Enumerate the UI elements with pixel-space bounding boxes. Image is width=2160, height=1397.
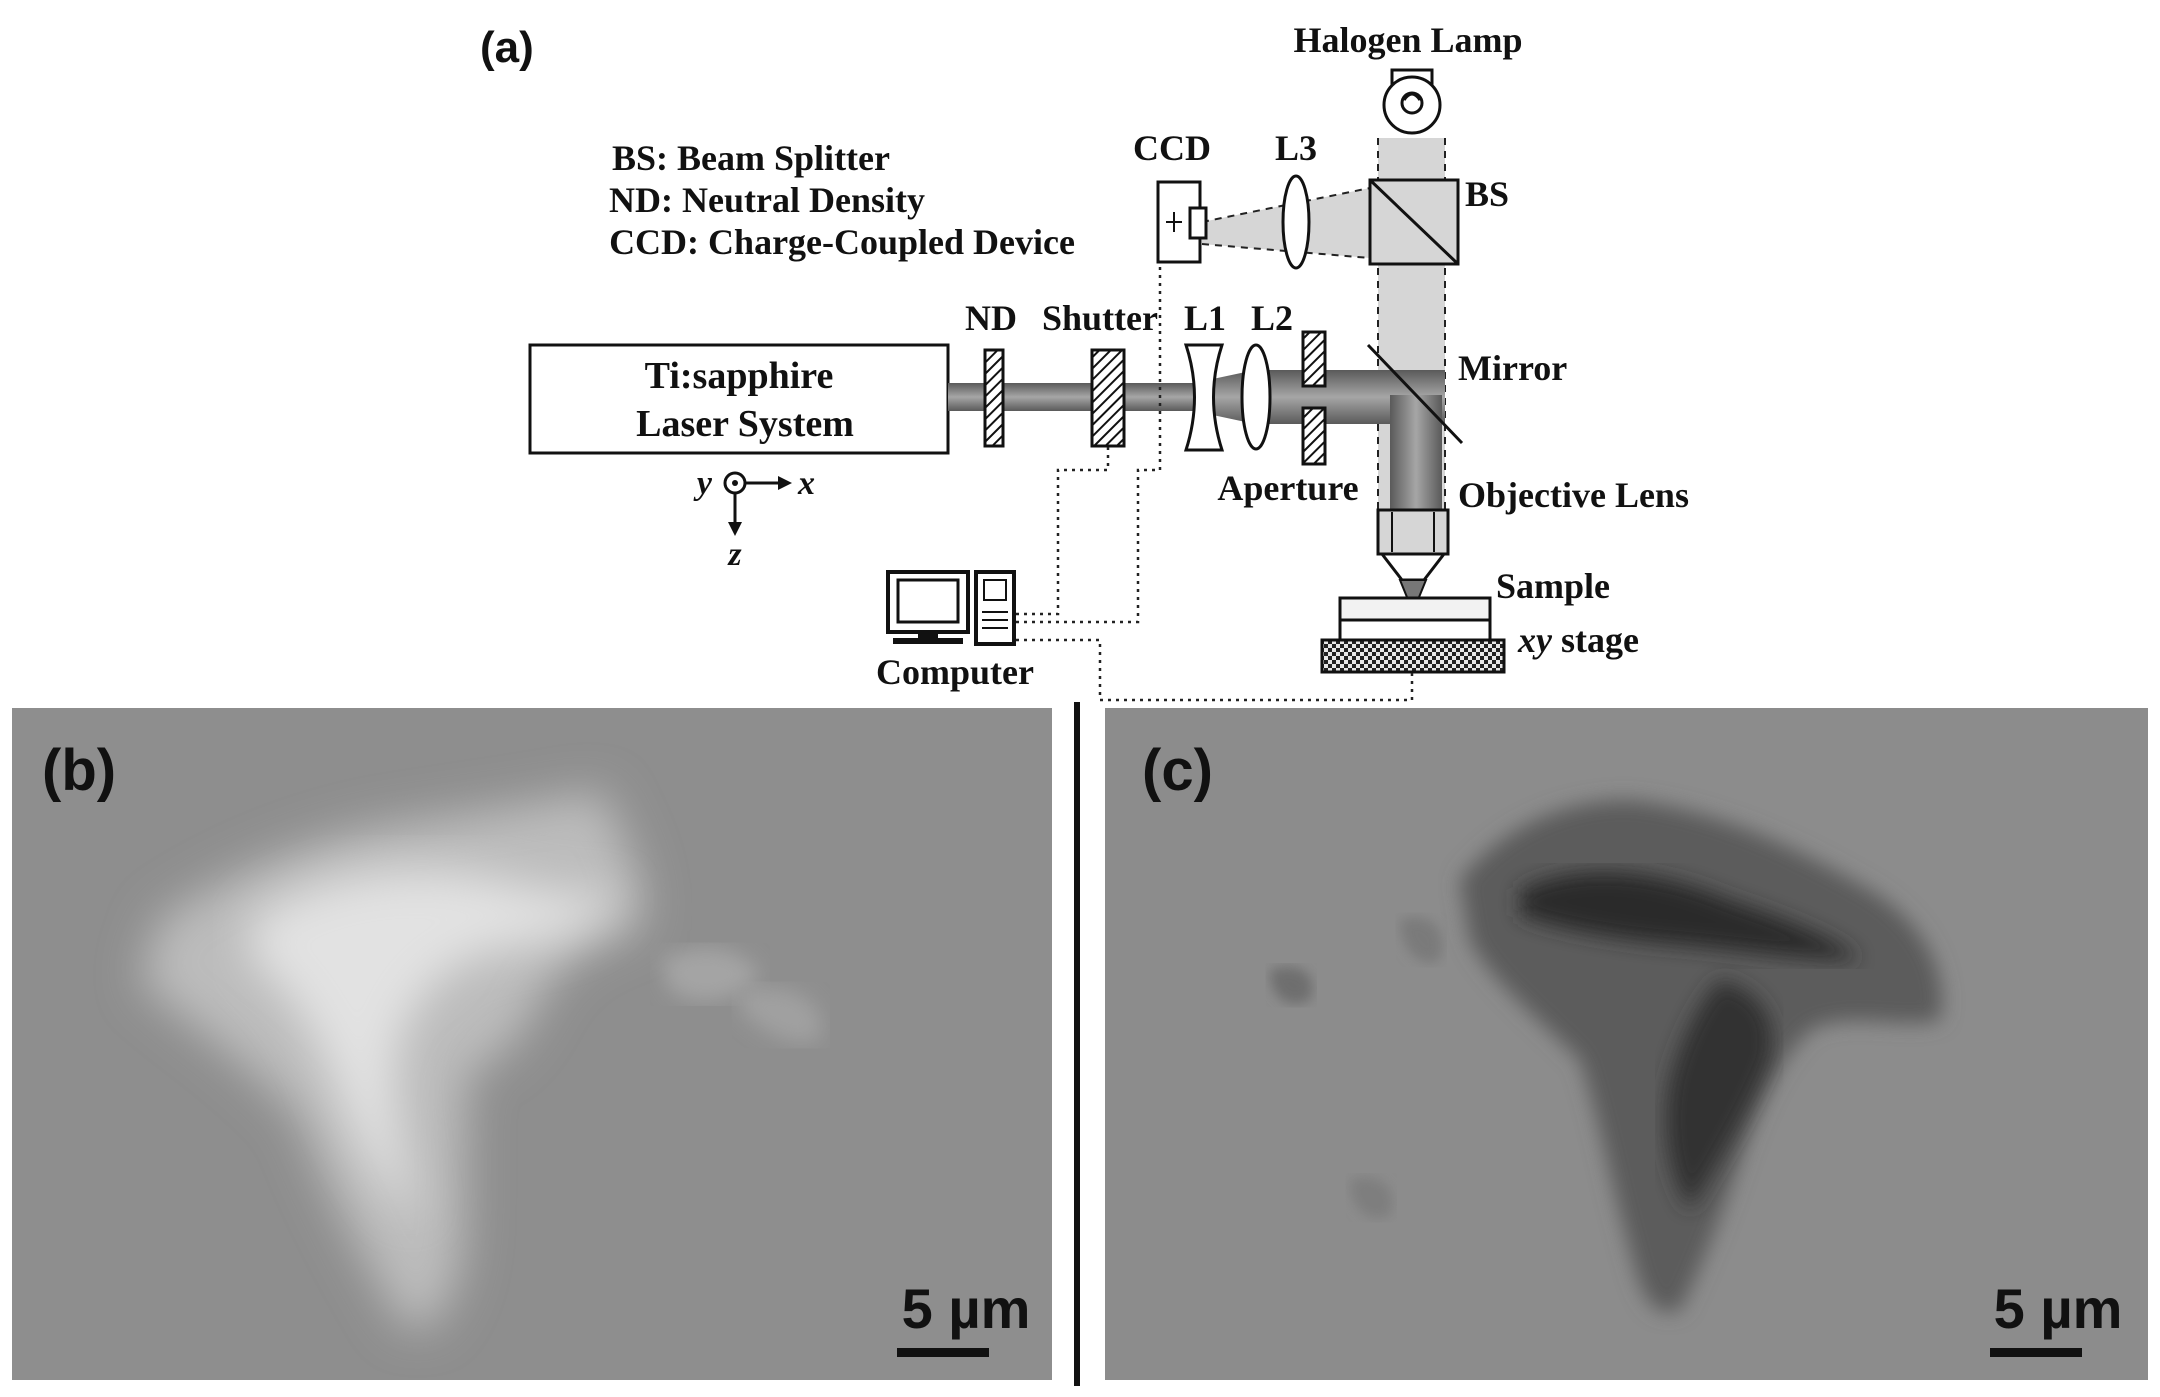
xy-stage-label: xy stage: [1517, 620, 1639, 660]
wire-to-shutter: [1016, 446, 1110, 616]
panel-c: (c) 5 µm: [1105, 708, 2148, 1380]
ccd-label: CCD: [1133, 128, 1211, 168]
aperture-bottom-icon: [1301, 406, 1327, 466]
beam-splitter-icon: [1368, 178, 1460, 266]
control-wires: [1016, 262, 1414, 702]
bs-label: BS: [1465, 174, 1509, 214]
halogen-lamp-icon: [1382, 68, 1442, 135]
shutter-label: Shutter: [1042, 298, 1158, 338]
x-axis-label: x: [797, 465, 815, 502]
scale-bar-b-label: 5 µm: [902, 1277, 1031, 1340]
cone-edge-top: [1201, 187, 1371, 223]
panel-b-label: (b): [42, 738, 116, 803]
nd-filter-icon: [983, 348, 1005, 448]
aperture-label: Aperture: [1217, 468, 1358, 508]
panel-a-label: (a): [480, 23, 534, 72]
nd-label: ND: [965, 298, 1017, 338]
z-axis-label: z: [727, 536, 742, 573]
shutter-icon: [1090, 348, 1126, 448]
xy-stage-italic: xy: [1517, 620, 1553, 660]
scale-bar-c-label: 5 µm: [1994, 1277, 2123, 1340]
computer-label: Computer: [876, 652, 1034, 692]
laser-system-box: [528, 343, 950, 455]
legend: BS: Beam Splitter ND: Neutral Density CC…: [609, 138, 1075, 262]
mirror-label: Mirror: [1458, 348, 1567, 388]
l1-label: L1: [1184, 298, 1226, 338]
coordinate-axes: y x z: [693, 465, 815, 573]
panel-divider: [1074, 702, 1080, 1386]
xy-stage-rest: stage: [1552, 620, 1639, 660]
computer-icon: [886, 570, 1016, 646]
scale-bar-b: [897, 1348, 989, 1357]
legend-nd: ND: Neutral Density: [609, 180, 925, 220]
legend-bs: BS: Beam Splitter: [612, 138, 890, 178]
laser-line1: Ti:sapphire: [645, 355, 834, 397]
panel-a: (a) BS: Beam Splitter ND: Neutral Densit…: [480, 20, 1689, 702]
micrograph-b-flake: [140, 790, 822, 1330]
l2-label: L2: [1251, 298, 1293, 338]
sample-icon: [1338, 596, 1492, 622]
lens-l3-icon: [1281, 174, 1311, 270]
sample-substrate: [1338, 618, 1492, 642]
ccd-camera-icon: [1156, 180, 1208, 264]
x-arrow-icon: [778, 476, 792, 490]
wire-to-stage: [1016, 638, 1414, 702]
mirror-icon: [1366, 343, 1464, 445]
lens-l1-icon: [1183, 343, 1225, 452]
sample-label: Sample: [1496, 566, 1610, 606]
micrograph-c-flake: [1270, 800, 1942, 1312]
laser-line2: Laser System: [636, 403, 854, 445]
y-axis-label: y: [693, 465, 713, 502]
scale-bar-c: [1990, 1348, 2082, 1357]
z-arrow-icon: [728, 522, 742, 536]
wire-to-ccd: [1016, 262, 1162, 624]
lens-l2-icon: [1240, 343, 1272, 451]
objective-lens-icon: [1376, 508, 1450, 615]
halogen-lamp-label: Halogen Lamp: [1293, 20, 1522, 60]
l3-label: L3: [1275, 128, 1317, 168]
panel-c-label: (c): [1142, 738, 1213, 803]
objective-lens-label: Objective Lens: [1458, 475, 1689, 515]
panel-b: (b) 5 µm: [12, 708, 1052, 1380]
xy-stage-icon: [1320, 638, 1506, 674]
legend-ccd: CCD: Charge-Coupled Device: [609, 222, 1075, 262]
aperture-top-icon: [1301, 330, 1327, 388]
